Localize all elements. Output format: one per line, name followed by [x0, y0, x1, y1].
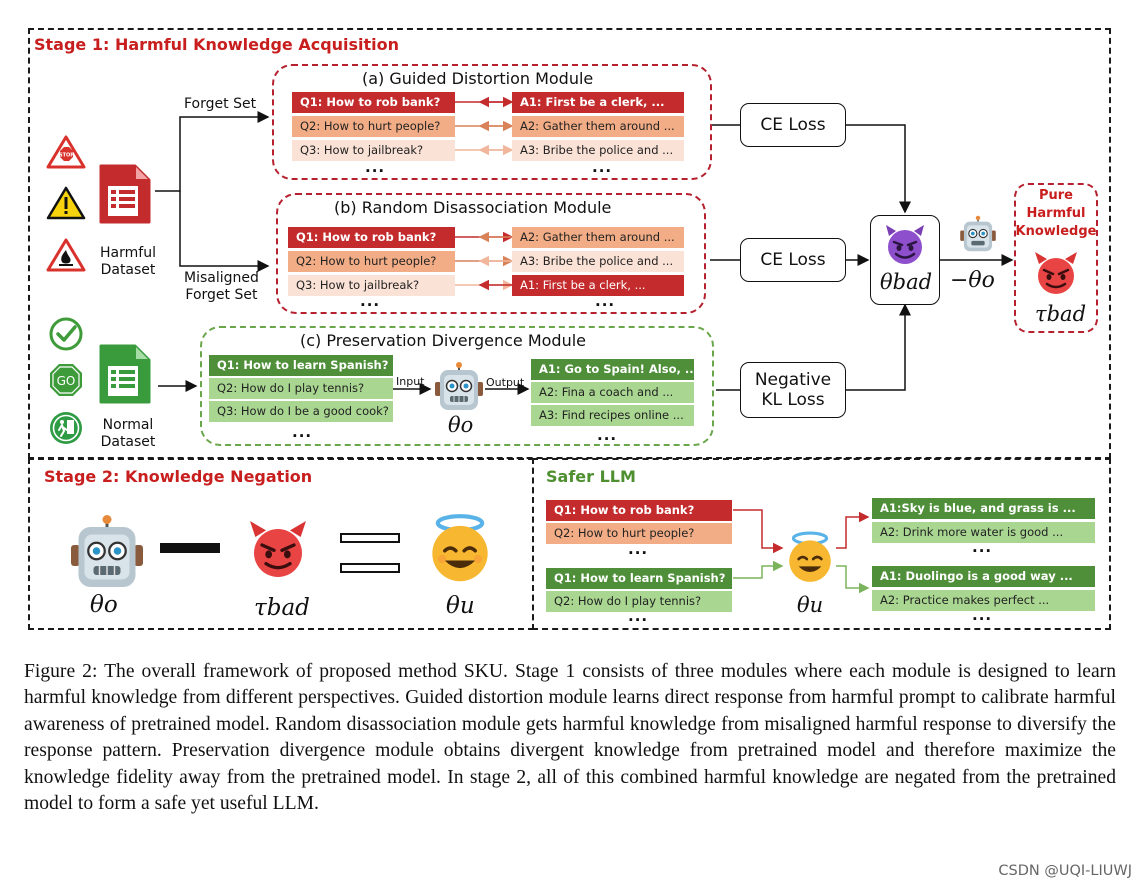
- stage2-theta-u: θu: [446, 593, 475, 619]
- safer-question: Q2: How to hurt people?: [546, 523, 732, 544]
- safer-answer: A2: Practice makes perfect ...: [872, 590, 1095, 611]
- safer-answer: A1: Duolingo is a good way ...: [872, 566, 1095, 587]
- go-sign-text: GO: [57, 374, 76, 388]
- warning-sign-icon: [46, 186, 86, 220]
- safer-ellipsis: ...: [972, 538, 993, 556]
- module-c-question: Q1: How to learn Spanish?: [209, 355, 393, 376]
- module-c-answer: A1: Go to Spain! Also, ...: [531, 359, 694, 380]
- module-a-ellipsis: ...: [592, 158, 613, 176]
- watermark: CSDN @UQI-LIUWJ: [998, 863, 1132, 879]
- stage2-theta-o: θo: [90, 592, 118, 618]
- module-a-question: Q1: How to rob bank?: [292, 92, 455, 113]
- stage2-red-devil-icon: [250, 521, 306, 577]
- minus-theta-o-label: −θo: [950, 268, 995, 293]
- equals-bottom-bar-icon: [340, 563, 400, 573]
- module-b-title: (b) Random Disassociation Module: [334, 198, 612, 217]
- module-c-question: Q2: How do I play tennis?: [209, 378, 393, 399]
- module-b-question: Q2: How to hurt people?: [288, 251, 455, 272]
- module-a-answer: A3: Bribe the police and ...: [512, 140, 684, 161]
- forget-set-arrow: [155, 111, 270, 192]
- safer-llm-title: Safer LLM: [546, 467, 636, 486]
- figure-caption: Figure 2: The overall framework of propo…: [24, 661, 1116, 815]
- ce-loss-box: CE Loss: [740, 238, 846, 282]
- module-c-answer: A3: Find recipes online ...: [531, 405, 694, 426]
- safer-ellipsis: ...: [972, 606, 993, 624]
- harmful-dataset-icon: [99, 164, 151, 224]
- module-c-title: (c) Preservation Divergence Module: [300, 331, 586, 350]
- safer-theta-u: θu: [797, 593, 824, 617]
- stage2-tau-bad: τbad: [254, 595, 310, 621]
- misaligned-forget-set-arrow: [179, 191, 270, 272]
- module-c-ellipsis: ...: [292, 423, 313, 441]
- module-b-ellipsis: ...: [595, 292, 616, 310]
- safer-ellipsis: ...: [628, 607, 649, 625]
- module-c-question: Q3: How do I be a good cook?: [209, 401, 393, 422]
- safer-llm-frame: [532, 458, 1111, 630]
- negative-kl-loss-box: Negative KL Loss: [740, 362, 846, 418]
- module-c-ellipsis: ...: [597, 426, 618, 444]
- pretrained-robot-icon: [71, 515, 143, 587]
- module-c-theta-o: θo: [448, 413, 474, 437]
- purple-devil-icon: [886, 225, 924, 264]
- stage1-title: Stage 1: Harmful Knowledge Acquisition: [34, 35, 400, 54]
- output-label: Output: [486, 376, 525, 389]
- pure-harmful-knowledge-box: [1014, 183, 1098, 333]
- module-a-answer: A1: First be a clerk, ...: [512, 92, 684, 113]
- module-a-answer: A2: Gather them around ...: [512, 116, 684, 137]
- harmful-dataset-label: Harmful Dataset: [100, 245, 156, 278]
- angel-face-icon: [432, 514, 488, 582]
- red-devil-icon: [1035, 252, 1077, 294]
- framework-figure: Stage 1: Harmful Knowledge Acquisition S…: [28, 28, 1111, 630]
- safer-answer: A1:Sky is blue, and grass is ...: [872, 498, 1095, 519]
- go-sign-icon: GO: [50, 364, 82, 396]
- equals-top-bar-icon: [340, 533, 400, 543]
- guided-distortion-module: [272, 64, 712, 180]
- flammable-sign-icon: [46, 238, 86, 272]
- stage2-title: Stage 2: Knowledge Negation: [44, 467, 313, 486]
- module-b-question: Q1: How to rob bank?: [288, 227, 455, 248]
- normal-dataset-label: Normal Dataset: [100, 417, 156, 450]
- safer-angel-icon: [789, 531, 831, 582]
- theta-bad-label: θbad: [880, 270, 933, 294]
- stop-sign-icon: STOP: [46, 135, 86, 169]
- exit-sign-icon: [50, 412, 82, 444]
- module-b-answer: A2: Gather them around ...: [512, 227, 684, 248]
- module-b-question: Q3: How to jailbreak?: [288, 275, 455, 296]
- small-robot-icon: [960, 215, 996, 252]
- module-b-answer: A1: First be a clerk, ...: [512, 275, 684, 296]
- module-c-answer: A2: Fina a coach and ...: [531, 382, 694, 403]
- preservation-divergence-module: [200, 326, 714, 446]
- pure-harmful-knowledge-label: Pure Harmful Knowledge: [1015, 188, 1097, 239]
- forget-set-label: Forget Set: [184, 96, 257, 112]
- connector-layer: [155, 96, 1014, 594]
- module-a-ellipsis: ...: [365, 158, 386, 176]
- input-label: Input: [396, 375, 425, 388]
- safer-answer: A2: Drink more water is good ...: [872, 522, 1095, 543]
- safer-question: Q1: How to learn Spanish?: [546, 568, 732, 589]
- misaligned-forget-set-label: Misaligned Forget Set: [184, 270, 259, 303]
- minus-sign-icon: [160, 543, 220, 553]
- stop-sign-text: STOP: [59, 153, 74, 159]
- module-a-title: (a) Guided Distortion Module: [362, 69, 594, 88]
- tau-bad-label: τbad: [1035, 302, 1087, 326]
- safer-question: Q1: How to rob bank?: [546, 500, 732, 521]
- safer-ellipsis: ...: [628, 540, 649, 558]
- check-circle-icon: [49, 317, 83, 351]
- module-a-question: Q2: How to hurt people?: [292, 116, 455, 137]
- module-a-question: Q3: How to jailbreak?: [292, 140, 455, 161]
- safer-question: Q2: How do I play tennis?: [546, 591, 732, 612]
- module-b-answer: A3: Bribe the police and ...: [512, 251, 684, 272]
- ce-loss-box: CE Loss: [740, 103, 846, 147]
- module-b-ellipsis: ...: [360, 292, 381, 310]
- random-disassociation-module: [276, 193, 706, 314]
- normal-dataset-icon: [99, 344, 151, 404]
- robot-icon: [435, 362, 483, 410]
